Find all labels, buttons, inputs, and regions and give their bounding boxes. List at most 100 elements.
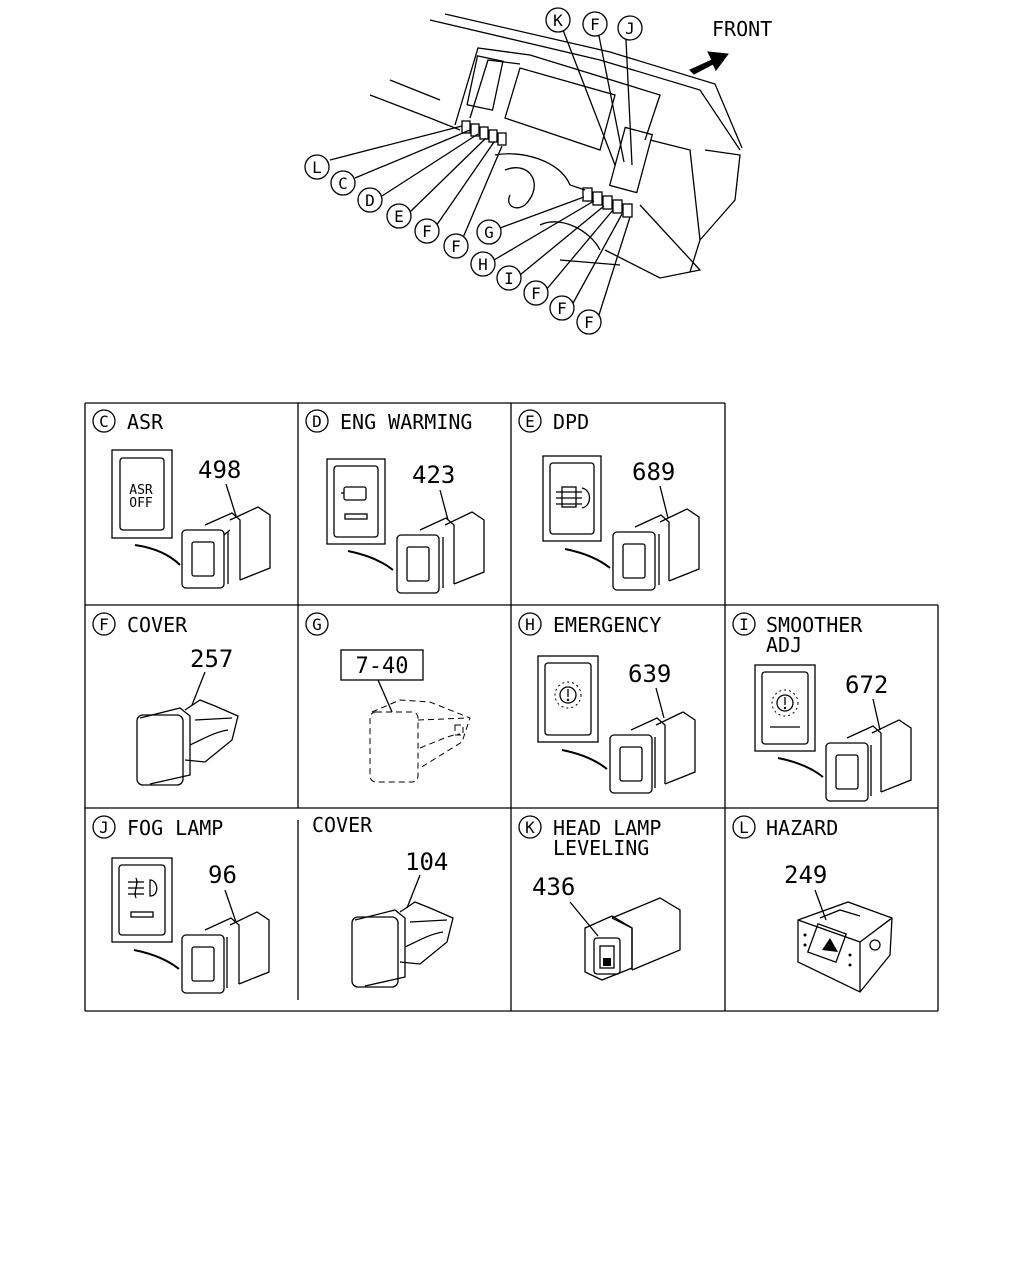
svg-text:F: F [531, 284, 541, 303]
callout-K: K [545, 7, 571, 33]
engine-icon [343, 486, 367, 501]
part-number: 249 [784, 861, 827, 889]
cell-g: G 7-40 [305, 612, 471, 783]
svg-text:L: L [739, 818, 749, 837]
gear-icon [554, 681, 582, 709]
cell-asr: C ASR 498 ASR OFF [92, 409, 271, 589]
callout-F: F [549, 295, 575, 321]
switch-body-icon [825, 719, 912, 802]
part-number: 498 [198, 456, 241, 484]
svg-text:ADJ: ADJ [766, 633, 802, 657]
svg-text:DPD: DPD [553, 410, 589, 434]
svg-text:ASR: ASR [129, 483, 153, 498]
leveling-switch-icon [584, 897, 681, 981]
part-number: 423 [412, 461, 455, 489]
svg-text:F: F [584, 313, 594, 332]
left-switch-bank [461, 120, 507, 146]
cell-fog-lamp: J FOG LAMP 96 [92, 815, 270, 994]
svg-text:C: C [338, 174, 348, 193]
switch-body-icon [181, 911, 270, 994]
svg-text:D: D [312, 412, 322, 431]
callout-F: F [523, 280, 549, 306]
cover-part-icon [351, 901, 454, 988]
emergency-panel [537, 655, 599, 743]
cell-cover-f: F COVER 257 [92, 612, 239, 786]
part-number: 7-40 [356, 654, 409, 679]
svg-text:E: E [525, 412, 535, 431]
svg-text:C: C [99, 412, 109, 431]
gear-icon [771, 689, 799, 717]
part-number: 436 [532, 873, 575, 901]
part-number: 639 [628, 660, 671, 688]
right-switch-bank [582, 187, 633, 218]
svg-text:HEAD LAMP: HEAD LAMP [553, 816, 661, 840]
callout-F: F [576, 309, 602, 335]
callout-L: L [304, 154, 330, 180]
callout-J: J [617, 15, 643, 41]
leader-lines [329, 29, 633, 319]
callout-F: F [582, 11, 608, 37]
svg-text:LEVELING: LEVELING [553, 836, 649, 860]
reference-box [340, 649, 424, 681]
svg-text:F: F [590, 15, 600, 34]
callout-E: E [386, 203, 412, 229]
svg-text:COVER: COVER [127, 613, 188, 637]
part-number: 689 [632, 458, 675, 486]
fog-lamp-panel [111, 857, 173, 943]
cell-head-lamp-leveling: K HEAD LAMP LEVELING 436 [518, 815, 681, 981]
front-label: FRONT [712, 17, 772, 41]
svg-text:F: F [557, 299, 567, 318]
dpd-icon [556, 486, 591, 509]
front-arrow-icon [689, 51, 729, 75]
svg-text:F: F [99, 615, 109, 634]
svg-text:HAZARD: HAZARD [766, 816, 838, 840]
parts-grid [84, 402, 939, 1012]
cover-part-icon [136, 699, 239, 786]
cell-eng-warming: D ENG WARMING 423 [305, 409, 485, 594]
svg-text:F: F [451, 237, 461, 256]
svg-text:G: G [312, 615, 322, 634]
svg-text:E: E [394, 207, 404, 226]
fog-lamp-icon [128, 877, 158, 899]
svg-text:L: L [312, 158, 322, 177]
svg-text:ASR: ASR [127, 410, 164, 434]
svg-text:H: H [525, 615, 535, 634]
cell-dpd: E DPD 689 [518, 409, 700, 591]
svg-text:J: J [625, 19, 635, 38]
svg-text:G: G [484, 223, 494, 242]
switch-body-icon [396, 511, 485, 594]
smoother-panel [754, 664, 816, 752]
callout-C: C [330, 170, 356, 196]
callout-I: I [496, 265, 522, 291]
hazard-switch-icon [797, 901, 893, 993]
svg-text:I: I [504, 269, 514, 288]
cover-part-dashed-icon [369, 699, 471, 783]
callout-F: F [414, 218, 440, 244]
hazard-triangle-icon [822, 938, 838, 952]
svg-text:K: K [525, 818, 535, 837]
svg-text:OFF: OFF [129, 496, 153, 511]
callout-H: H [470, 251, 496, 277]
cell-cover-104: COVER 104 [312, 813, 454, 988]
svg-text:H: H [478, 255, 488, 274]
svg-text:I: I [739, 615, 749, 634]
switch-body-icon [181, 506, 271, 589]
cell-smoother-adj: I SMOOTHER ADJ 672 [732, 612, 912, 802]
cell-emergency: H EMERGENCY 639 [518, 612, 696, 794]
dpd-panel [542, 455, 602, 542]
svg-text:ENG WARMING: ENG WARMING [340, 410, 472, 434]
callout-D: D [357, 187, 383, 213]
svg-text:SMOOTHER: SMOOTHER [766, 613, 863, 637]
svg-text:FOG LAMP: FOG LAMP [127, 816, 223, 840]
asr-off-panel: ASR OFF [111, 449, 173, 539]
svg-text:K: K [553, 11, 563, 30]
svg-text:F: F [422, 222, 432, 241]
engine-warming-panel [326, 458, 386, 545]
callout-F: F [443, 233, 469, 259]
cell-hazard: L HAZARD 249 [732, 815, 893, 993]
svg-text:J: J [99, 818, 109, 837]
dashboard-overview: L C D E F F G H I F F F K F J FRONT [304, 7, 772, 335]
part-number: 104 [405, 848, 448, 876]
part-number: 672 [845, 671, 888, 699]
